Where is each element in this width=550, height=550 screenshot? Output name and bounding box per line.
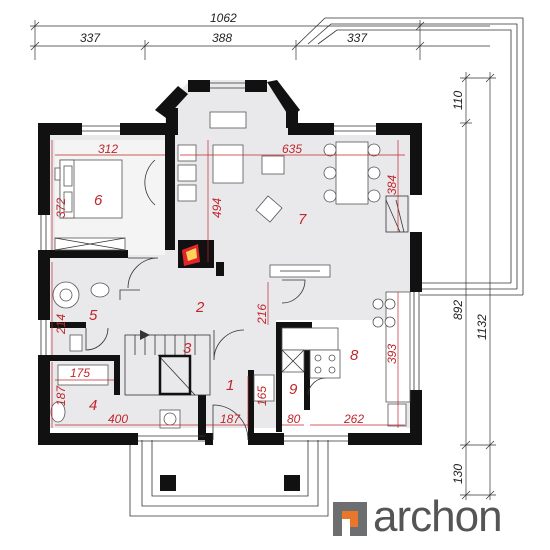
dim-segment-mid: 388 bbox=[212, 31, 232, 45]
dim-635: 635 bbox=[282, 142, 302, 156]
windows bbox=[40, 82, 420, 442]
right-dimension-lines bbox=[460, 72, 496, 500]
dim-214: 214 bbox=[54, 314, 68, 335]
dim-80: 80 bbox=[287, 412, 301, 426]
dim-segment-left: 337 bbox=[80, 31, 101, 45]
porch-outline bbox=[129, 440, 329, 517]
dim-right-mid: 892 bbox=[451, 300, 465, 320]
dim-384: 384 bbox=[385, 175, 399, 195]
room-number-8: 8 bbox=[350, 347, 359, 364]
dim-175: 175 bbox=[70, 366, 90, 380]
stairs bbox=[124, 330, 211, 396]
living-furniture bbox=[177, 111, 381, 278]
archon-logo: archon bbox=[333, 492, 533, 544]
bedroom-furniture bbox=[54, 159, 156, 251]
dim-total-width: 1062 bbox=[210, 11, 237, 25]
porch-column-right bbox=[284, 475, 300, 491]
top-dimension-lines bbox=[30, 20, 490, 60]
archon-logo-mark bbox=[333, 502, 367, 536]
walls bbox=[38, 80, 422, 445]
room-number-1: 1 bbox=[226, 377, 234, 394]
archon-logo-text: archon bbox=[373, 492, 503, 541]
dim-right-total: 1132 bbox=[475, 314, 489, 340]
dim-187-bottom: 187 bbox=[220, 412, 241, 426]
dim-right-bottom: 130 bbox=[451, 464, 465, 484]
terrace-outline bbox=[297, 17, 524, 296]
dim-262: 262 bbox=[343, 412, 364, 426]
room-number-2: 2 bbox=[195, 299, 205, 316]
room-number-3: 3 bbox=[183, 340, 192, 357]
interior-dimension-lines bbox=[51, 140, 405, 428]
dim-segment-right: 337 bbox=[347, 31, 368, 45]
dim-494: 494 bbox=[210, 198, 224, 218]
dim-165: 165 bbox=[255, 386, 269, 406]
dim-312: 312 bbox=[98, 142, 118, 156]
dim-216: 216 bbox=[255, 304, 269, 325]
dim-right-top: 110 bbox=[451, 91, 465, 110]
room-number-9: 9 bbox=[289, 381, 298, 398]
dim-187-left: 187 bbox=[54, 385, 68, 406]
dim-393: 393 bbox=[385, 344, 399, 364]
room-number-7: 7 bbox=[298, 211, 307, 228]
room-number-6: 6 bbox=[94, 192, 103, 209]
room-number-4: 4 bbox=[89, 397, 97, 414]
dim-400: 400 bbox=[108, 412, 128, 426]
floor-fill bbox=[50, 80, 410, 428]
bathroom-furniture bbox=[50, 281, 181, 429]
porch-column-left bbox=[160, 475, 176, 491]
room-number-5: 5 bbox=[89, 307, 98, 324]
fireplace bbox=[178, 240, 214, 268]
dim-372: 372 bbox=[54, 198, 68, 218]
